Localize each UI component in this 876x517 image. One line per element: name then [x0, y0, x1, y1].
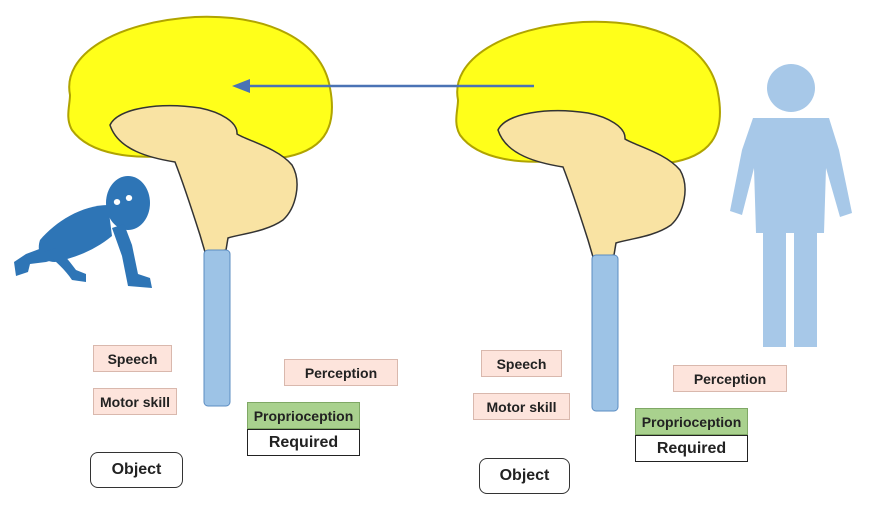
infant-speech-label: Speech	[93, 345, 172, 372]
adult-proprioception-label: Proprioception	[635, 408, 748, 435]
infant-motor-skill-label: Motor skill	[93, 388, 177, 415]
infant-brain	[67, 15, 333, 407]
adult-perception-label: Perception	[673, 365, 787, 392]
infant-perception-label: Perception	[284, 359, 398, 386]
adult-speech-label: Speech	[481, 350, 562, 377]
brainstem	[497, 109, 686, 258]
transfer-arrow	[232, 79, 534, 93]
adult-object-box: Object	[479, 458, 570, 494]
infant-object-box: Object	[90, 452, 183, 488]
adult-brain	[455, 20, 721, 412]
spinal-cord	[591, 254, 619, 412]
infant-proprioception-label: Proprioception	[247, 402, 360, 429]
adult-motor-skill-label: Motor skill	[473, 393, 570, 420]
infant-required-label: Required	[247, 429, 360, 456]
crawling-baby-icon	[14, 176, 152, 288]
adult-required-label: Required	[635, 435, 748, 462]
spinal-cord	[203, 249, 231, 407]
standing-person-icon	[730, 64, 852, 347]
brainstem	[109, 104, 298, 253]
